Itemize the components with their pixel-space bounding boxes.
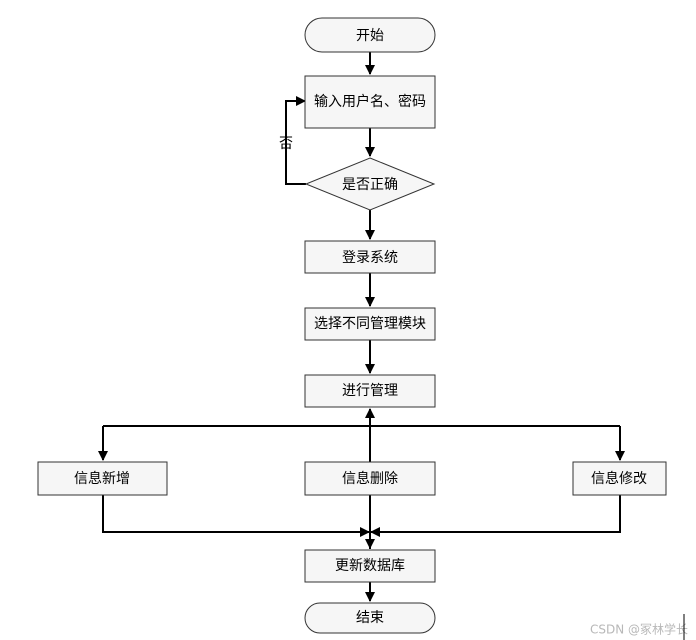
add-info-label: 信息新增	[74, 470, 130, 487]
check-decision-label: 是否正确	[342, 177, 398, 193]
start-terminal	[304, 17, 436, 53]
delete-info-label: 信息删除	[342, 470, 398, 487]
edit-info-box	[572, 461, 667, 496]
edge-edit-to-merge	[370, 495, 621, 537]
manage-box	[304, 374, 436, 408]
login-system-box	[304, 240, 436, 274]
update-database-box	[304, 549, 436, 583]
end-label: 结束	[356, 610, 384, 626]
manage-label: 进行管理	[342, 383, 398, 399]
select-module-box	[304, 307, 436, 341]
input-credentials-label: 输入用户名、密码	[314, 93, 426, 110]
check-decision-diamond	[304, 157, 436, 211]
delete-info-box	[304, 461, 436, 496]
add-info-box	[37, 461, 168, 496]
end-terminal	[304, 602, 436, 634]
input-credentials-box	[304, 75, 436, 129]
update-database-label: 更新数据库	[335, 558, 405, 574]
no-branch-label: 否	[279, 136, 293, 152]
select-module-label: 选择不同管理模块	[314, 316, 426, 332]
start-label: 开始	[356, 28, 384, 44]
login-system-label: 登录系统	[342, 250, 398, 266]
edge-add-to-merge	[102, 495, 370, 537]
edit-info-label: 信息修改	[591, 470, 647, 487]
csdn-watermark: CSDN @冢林学长	[590, 622, 688, 637]
edge-check-no-to-input	[285, 96, 306, 185]
